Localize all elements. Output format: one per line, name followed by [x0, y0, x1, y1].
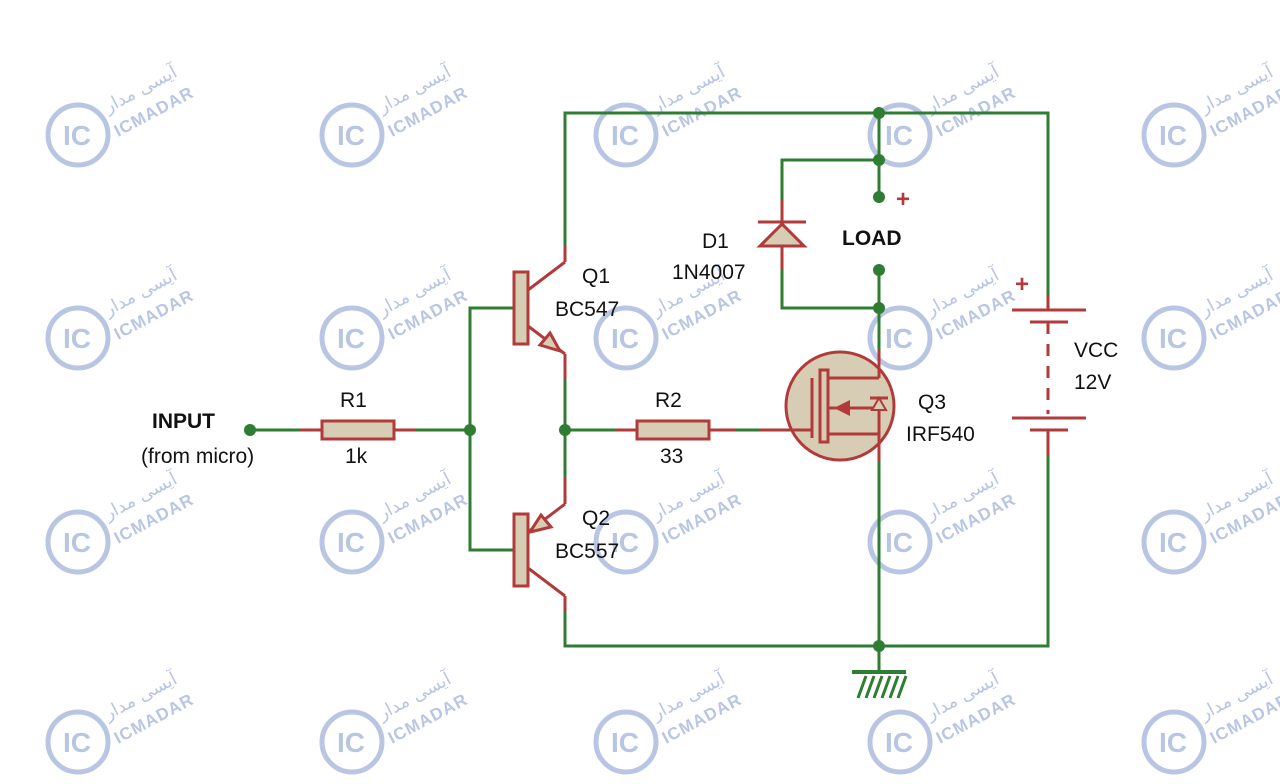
transistor-q1: [512, 245, 567, 380]
watermark-logo-text: IC: [611, 323, 639, 354]
resistor-r2: [615, 419, 735, 441]
watermark-logo-text: IC: [1159, 527, 1187, 558]
input-sublabel: (from micro): [141, 445, 254, 468]
r2-value: 33: [660, 445, 683, 468]
watermark-logo-text: IC: [1159, 727, 1187, 758]
ground-symbol: [852, 670, 908, 699]
load-label: LOAD: [842, 227, 902, 250]
watermark-logo-ring: [593, 709, 659, 775]
watermark-logo-ring: [593, 102, 659, 168]
watermark-logo-ring: [45, 509, 111, 575]
r1-name: R1: [340, 389, 367, 412]
transistor-q2: [512, 478, 567, 612]
watermark-logo-ring: [593, 305, 659, 371]
watermark-logo-text: IC: [611, 727, 639, 758]
watermark-logo-ring: [1141, 709, 1207, 775]
watermark-logo-text: IC: [337, 527, 365, 558]
load-plus-marker: +: [896, 186, 910, 213]
watermark-logo-ring: [45, 102, 111, 168]
wires: [248, 111, 1050, 674]
battery-vcc: [1012, 296, 1086, 456]
mosfet-q3: [760, 350, 896, 462]
watermark-logo-ring: [45, 709, 111, 775]
watermark-logo-text: IC: [337, 323, 365, 354]
watermark-logo-text: IC: [337, 727, 365, 758]
watermark-logo-ring: [867, 305, 933, 371]
vcc-value: 12V: [1074, 371, 1111, 394]
input-label: INPUT: [152, 410, 215, 433]
d1-part: 1N4007: [672, 261, 746, 284]
watermark-logo-ring: [319, 305, 385, 371]
watermark-logo-text: IC: [611, 120, 639, 151]
watermark-logo-ring: [1141, 102, 1207, 168]
watermark-logo-ring: [867, 102, 933, 168]
q3-part: IRF540: [906, 423, 975, 446]
watermark-logo-ring: [319, 509, 385, 575]
q2-part: BC557: [555, 540, 619, 563]
watermark-logo-text: IC: [337, 120, 365, 151]
watermark-logo-text: IC: [63, 323, 91, 354]
watermark-logo-ring: [319, 102, 385, 168]
resistor-r1: [300, 419, 415, 441]
q1-name: Q1: [582, 265, 610, 288]
watermark-logo-text: IC: [63, 120, 91, 151]
q2-name: Q2: [582, 507, 610, 530]
r2-name: R2: [655, 389, 682, 412]
junctions: [244, 107, 885, 652]
r1-value: 1k: [345, 445, 368, 468]
watermark-logo-ring: [45, 305, 111, 371]
watermark-logo-ring: [593, 509, 659, 575]
watermark-logo-text: IC: [885, 120, 913, 151]
watermark-logo-ring: [1141, 509, 1207, 575]
watermark-logo-text: IC: [63, 527, 91, 558]
watermark-logo-text: IC: [1159, 120, 1187, 151]
watermark-logo-text: IC: [885, 727, 913, 758]
watermark-logo-ring: [1141, 305, 1207, 371]
watermark-logo-text: IC: [885, 527, 913, 558]
q1-part: BC547: [555, 298, 619, 321]
watermark-logo-text: IC: [885, 323, 913, 354]
vcc-plus-marker: +: [1015, 271, 1029, 298]
watermark-logo-ring: [319, 709, 385, 775]
watermark-logo-text: IC: [1159, 323, 1187, 354]
vcc-label: VCC: [1074, 339, 1118, 362]
watermark-logo-text: IC: [63, 727, 91, 758]
q3-name: Q3: [918, 391, 946, 414]
watermark-logo-ring: [867, 509, 933, 575]
d1-name: D1: [702, 230, 729, 253]
watermark-logo-ring: [867, 709, 933, 775]
watermark-logo-text: IC: [611, 527, 639, 558]
diode-d1: [756, 200, 808, 270]
